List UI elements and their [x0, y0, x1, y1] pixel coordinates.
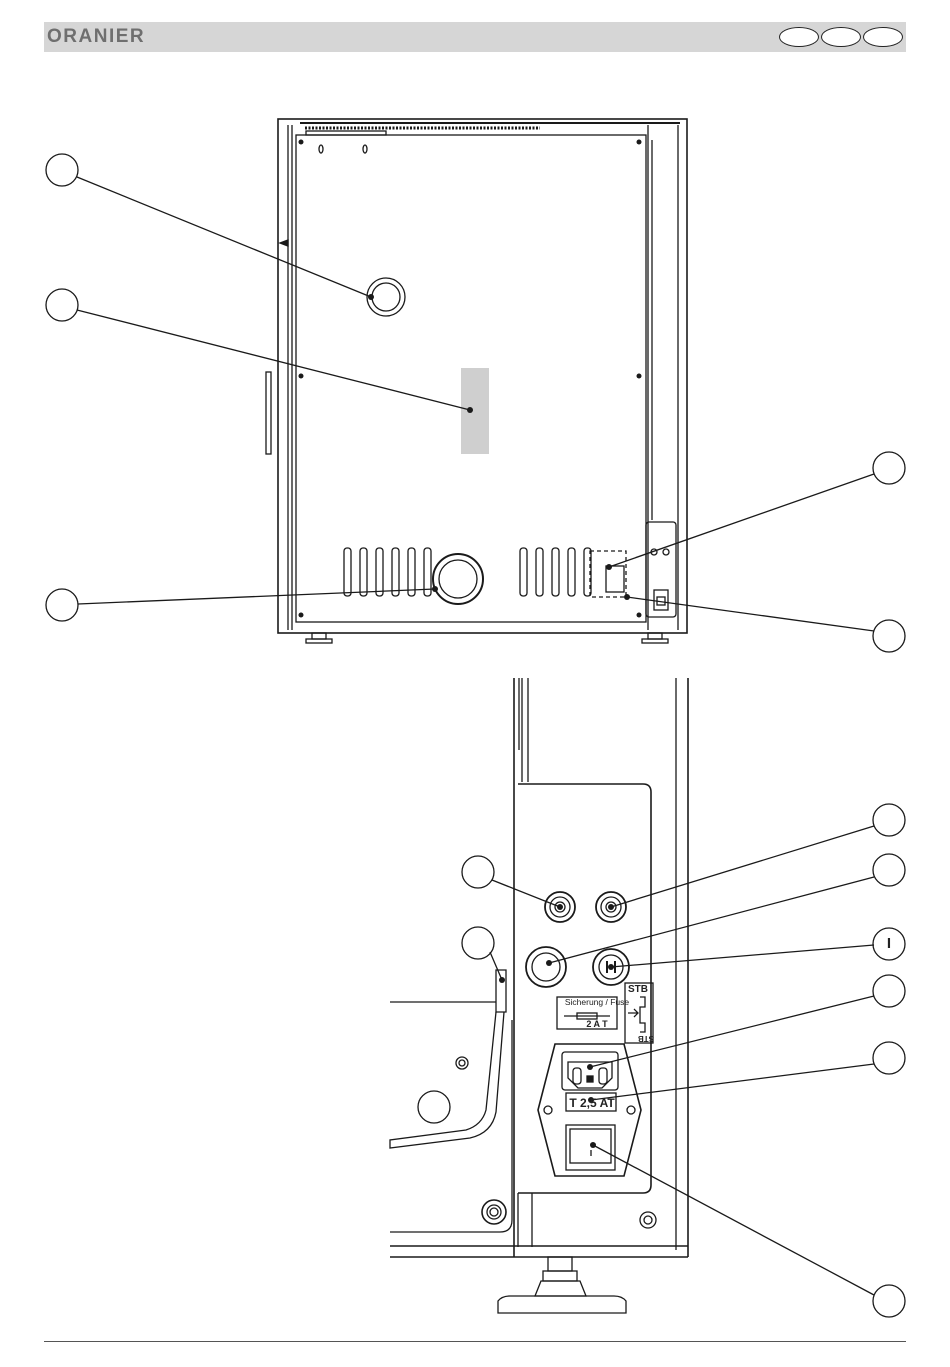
switch-symbol-callout: I — [883, 935, 895, 952]
connector-panel-detail — [390, 678, 688, 1313]
callout-circle — [46, 154, 78, 186]
type-plate — [461, 368, 489, 454]
vent-slots-right — [520, 548, 591, 596]
foot-base — [498, 1296, 626, 1313]
stove-rear-view — [266, 119, 687, 643]
callout-circle — [873, 1285, 905, 1317]
callout-circle — [873, 452, 905, 484]
door-handle — [266, 372, 271, 454]
stb-label-rotated: STB — [628, 1034, 654, 1043]
stb-label: STB — [628, 984, 654, 995]
callout-circle — [46, 289, 78, 321]
callout-circle — [46, 589, 78, 621]
callout-circle — [418, 1091, 450, 1123]
callout-circle — [873, 1042, 905, 1074]
main-fuse-rating: T 2,5 AT — [568, 1096, 616, 1110]
callout-circle — [873, 620, 905, 652]
foot-nut — [548, 1257, 572, 1271]
footer-rule — [44, 1341, 906, 1342]
callout-circle — [462, 927, 494, 959]
callout-circle — [873, 854, 905, 886]
flue-outlet — [433, 554, 483, 604]
fuse-rating: 2 A T — [556, 1019, 638, 1029]
fuse-label: Sicherung / Fuse — [556, 997, 638, 1007]
callout-circle — [462, 856, 494, 888]
callout-circle — [873, 804, 905, 836]
vent-slots-left — [344, 548, 431, 596]
electronics-box-dashed — [590, 551, 626, 597]
power-inlet-module — [538, 1044, 641, 1176]
iec-socket — [562, 1052, 618, 1090]
leader-lines-bottom — [490, 826, 874, 1295]
callout-circle — [873, 975, 905, 1007]
